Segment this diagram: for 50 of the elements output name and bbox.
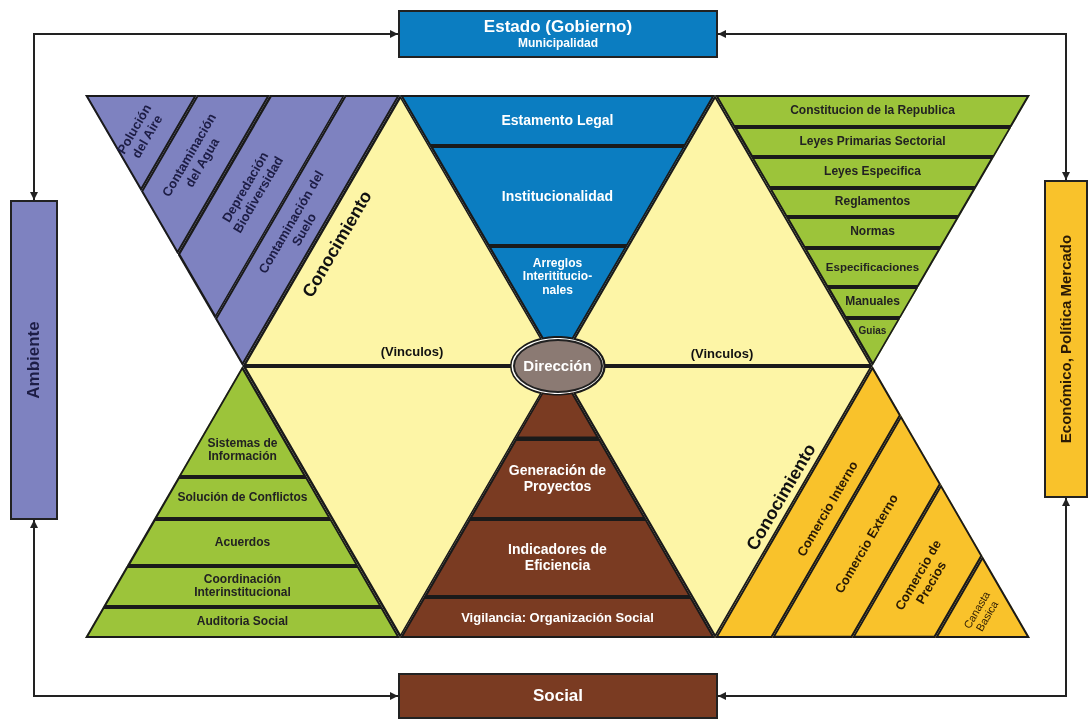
band-label: Indicadores de Eficiencia: [507, 542, 608, 574]
norm-band: [733, 127, 1012, 157]
band-label: Solución de Conflictos: [177, 491, 308, 505]
band-label: Arreglos Interititucio- nales: [521, 256, 594, 298]
legal-band: [429, 146, 686, 246]
norm-band: [85, 607, 400, 638]
norm-band: [126, 519, 359, 566]
arrow: [717, 497, 1070, 700]
norm-band: [751, 157, 994, 188]
arrow: [30, 30, 399, 201]
center-label: Dirección: [523, 357, 592, 375]
band-label: Vigilancia: Organización Social: [460, 610, 655, 626]
band-label: Manuales: [844, 295, 901, 309]
sector-box: [398, 10, 718, 58]
sector-box: [1044, 180, 1088, 498]
norm-band: [785, 217, 960, 248]
box-label: Ambiente: [24, 320, 44, 401]
band-label: Sistemas de Información: [206, 436, 279, 464]
band-label: Guias: [857, 325, 888, 337]
band-label: Institucionalidad: [500, 189, 615, 205]
norm-band: [803, 248, 942, 287]
band-label: Coordinación Interinstitucional: [193, 572, 292, 600]
band-label: Leyes Especifica: [823, 165, 922, 179]
panel-label: (Vinculos): [379, 344, 445, 360]
band-label: Reglamentos: [833, 195, 912, 209]
management-band: [400, 597, 715, 638]
box-label: Social: [531, 686, 585, 706]
panel-label: (Vinculos): [689, 346, 755, 362]
box-label: Económico, Política Mercado: [1057, 233, 1075, 446]
norm-band: [769, 188, 976, 217]
box-label: Municipalidad: [517, 36, 599, 50]
sector-box: [10, 200, 58, 520]
norm-band: [826, 287, 919, 318]
band-label: Normas: [849, 225, 896, 239]
management-band: [515, 392, 600, 439]
management-band: [423, 519, 692, 597]
norm-band: [102, 566, 383, 607]
legal-band: [400, 95, 715, 146]
box-label: Estado (Gobierno): [482, 18, 634, 37]
band-label: Acuerdos: [213, 536, 272, 550]
arrow: [717, 30, 1070, 181]
band-label: Estamento Legal: [500, 113, 615, 129]
sector-box: [398, 673, 718, 719]
band-label: Leyes Primarias Sectorial: [798, 135, 947, 149]
band-label: Constitucion de la Republica: [789, 104, 956, 118]
band-label: Auditoria Social: [195, 615, 290, 629]
band-label: Especificaciones: [824, 260, 921, 274]
norm-band: [715, 95, 1030, 127]
arrow: [30, 519, 399, 700]
band-label: Generación de Proyectos: [507, 463, 608, 495]
